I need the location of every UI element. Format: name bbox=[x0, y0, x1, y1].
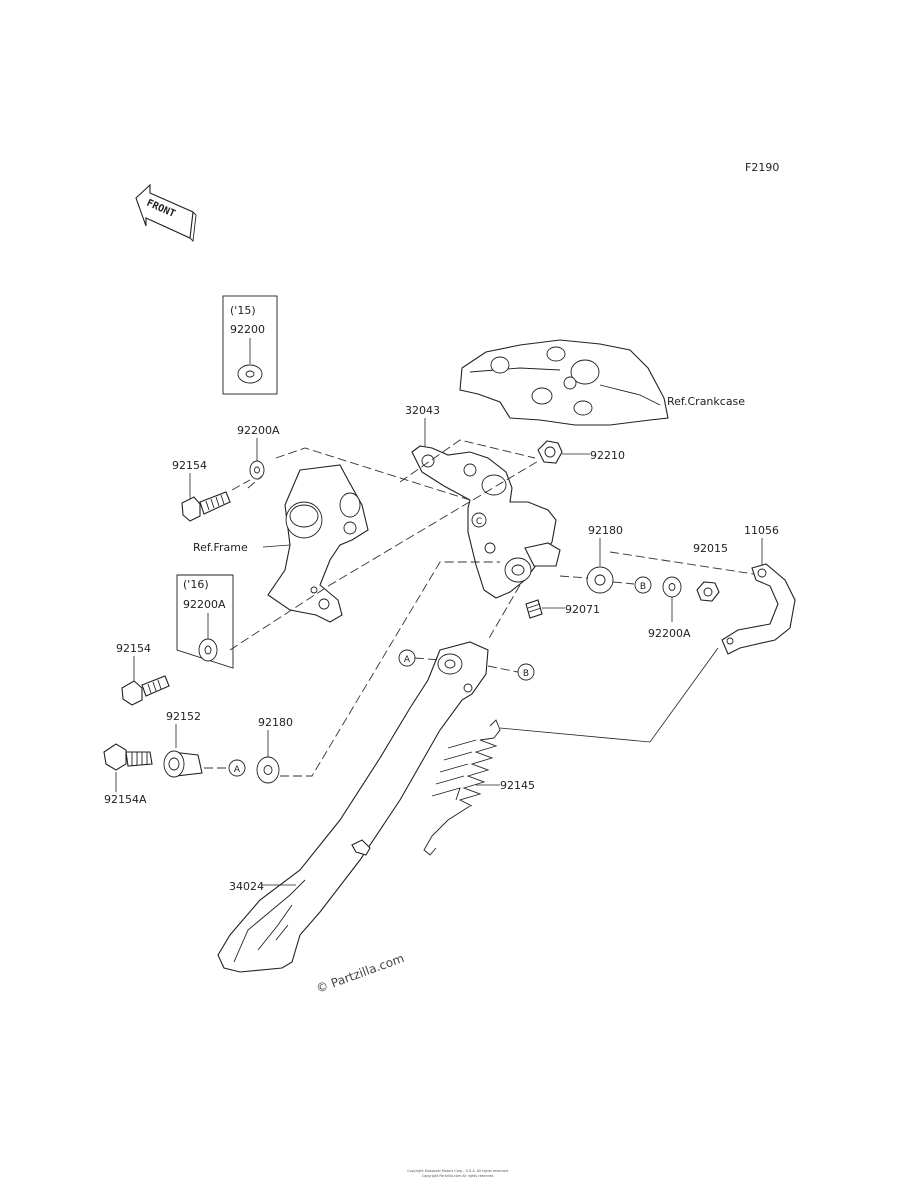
spring-92145-icon bbox=[423, 719, 501, 856]
bolt-92154a-icon bbox=[103, 743, 153, 771]
part-label-92180-right: 92180 bbox=[588, 524, 623, 537]
bolt-92154-upper-icon bbox=[181, 491, 231, 522]
note-16-part: 92200A bbox=[183, 598, 226, 611]
part-label-92200a-upper: 92200A bbox=[237, 424, 280, 437]
part-label-92180-left: 92180 bbox=[258, 716, 293, 729]
side-stand bbox=[217, 641, 489, 973]
footer-line-1: Copyright Kawasaki Motors Corp., U.S.A. … bbox=[407, 1169, 509, 1173]
part-label-92015: 92015 bbox=[693, 542, 728, 555]
note-15-part: 92200 bbox=[230, 323, 265, 336]
collar-92152-icon bbox=[163, 750, 203, 778]
copyright-watermark: © Partzilla.com bbox=[314, 951, 406, 996]
ref-letter-c: C bbox=[476, 517, 482, 527]
front-arrow-icon: FRONT bbox=[135, 183, 197, 242]
frame-reference: Ref.Frame bbox=[193, 464, 369, 623]
note-16-year: ('16) bbox=[183, 578, 209, 591]
ref-letter-a-upper: A bbox=[404, 655, 411, 665]
stand-bracket: C bbox=[411, 445, 561, 599]
spring-pin-92071-icon bbox=[525, 599, 543, 619]
bracket-11056-icon bbox=[721, 563, 796, 655]
crankcase-reference: Ref.Crankcase bbox=[459, 339, 745, 426]
part-label-34024: 34024 bbox=[229, 880, 264, 893]
note-box-15: ('15) 92200 bbox=[222, 295, 278, 395]
part-label-92154a: 92154A bbox=[104, 793, 147, 806]
part-label-92200a-right: 92200A bbox=[648, 627, 691, 640]
bolt-92154-lower-icon bbox=[121, 675, 170, 706]
ref-frame-label: Ref.Frame bbox=[193, 541, 248, 554]
part-label-92154-lower: 92154 bbox=[116, 642, 151, 655]
part-label-92210: 92210 bbox=[590, 449, 625, 462]
ref-crankcase-label: Ref.Crankcase bbox=[667, 395, 745, 408]
note-15-year: ('15) bbox=[230, 304, 256, 317]
footer-line-2: Copyright Partzilla.com All rights reser… bbox=[422, 1174, 495, 1178]
note-box-16: ('16) 92200A bbox=[176, 574, 234, 669]
part-label-92154-upper: 92154 bbox=[172, 459, 207, 472]
part-label-92152: 92152 bbox=[166, 710, 201, 723]
ref-letter-a-lower: A bbox=[234, 765, 241, 775]
part-label-32043: 32043 bbox=[405, 404, 440, 417]
ref-letter-b-lower: B bbox=[523, 669, 529, 679]
ref-letter-b-upper: B bbox=[640, 582, 646, 592]
part-label-11056: 11056 bbox=[744, 524, 779, 537]
part-label-92145: 92145 bbox=[500, 779, 535, 792]
part-label-92071: 92071 bbox=[565, 603, 600, 616]
diagram-code: F2190 bbox=[745, 161, 779, 174]
